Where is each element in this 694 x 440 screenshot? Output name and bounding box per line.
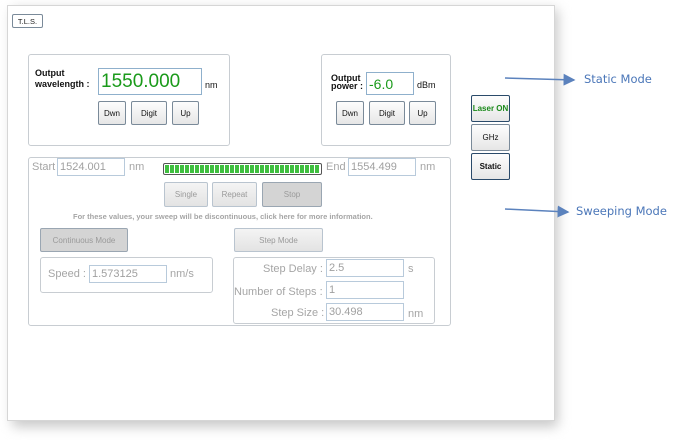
power-group <box>321 54 451 146</box>
sweep-progress-fill <box>165 165 320 173</box>
wavelength-label-line2: wavelength : <box>35 79 90 89</box>
num-steps-value: 1 <box>329 284 336 296</box>
static-label: Static <box>479 162 502 171</box>
power-digit-button[interactable]: Digit <box>369 101 405 125</box>
speed-field[interactable]: 1.573125 <box>89 265 167 283</box>
continuous-mode-button[interactable]: Continuous Mode <box>40 228 128 252</box>
sweep-end-field[interactable]: 1554.499 <box>348 158 416 176</box>
power-up-button[interactable]: Up <box>409 101 436 125</box>
num-steps-label: Number of Steps : <box>234 286 323 298</box>
sweep-start-unit: nm <box>129 161 145 173</box>
sweep-start-field[interactable]: 1524.001 <box>57 158 125 176</box>
power-unit: dBm <box>417 80 436 90</box>
step-size-value: 30.498 <box>329 306 363 318</box>
tls-tab-label: T.L.S. <box>17 16 38 26</box>
static-mode-arrow <box>504 73 576 86</box>
step-delay-field[interactable]: 2.5 <box>326 259 404 277</box>
wavelength-field[interactable]: 1550.000 <box>98 68 202 95</box>
step-size-label: Step Size : <box>271 307 325 319</box>
step-delay-value: 2.5 <box>329 262 345 274</box>
wavelength-down-button[interactable]: Dwn <box>98 101 126 125</box>
sweeping-mode-annotation: Sweeping Mode <box>576 204 667 218</box>
static-mode-annotation: Static Mode <box>584 72 652 86</box>
sweep-start-value: 1524.001 <box>60 161 106 173</box>
wavelength-group <box>28 54 230 146</box>
repeat-button[interactable]: Repeat <box>212 182 257 207</box>
wavelength-digit-button[interactable]: Digit <box>131 101 167 125</box>
step-group <box>233 257 435 324</box>
tls-tab[interactable]: T.L.S. <box>12 14 43 28</box>
power-down-button[interactable]: Dwn <box>336 101 364 125</box>
power-value: -6.0 <box>369 75 394 92</box>
num-steps-field[interactable]: 1 <box>326 281 404 299</box>
sweep-group <box>28 157 451 326</box>
sweep-progress-bar <box>163 163 322 175</box>
power-label-line1: Output <box>331 73 361 83</box>
step-delay-label: Step Delay : <box>263 263 323 275</box>
single-button[interactable]: Single <box>164 182 208 207</box>
speed-label: Speed : <box>48 268 86 280</box>
speed-unit: nm/s <box>170 268 194 280</box>
static-button[interactable]: Static <box>471 153 510 180</box>
sweep-end-label: End <box>326 161 346 173</box>
sweep-start-label: Start <box>32 161 56 173</box>
wavelength-unit: nm <box>205 80 218 90</box>
discontinuous-info-link[interactable]: For these values, your sweep will be dis… <box>73 212 373 221</box>
speed-value: 1.573125 <box>92 268 138 280</box>
ghz-button[interactable]: GHz <box>471 124 510 151</box>
wavelength-up-button[interactable]: Up <box>172 101 199 125</box>
step-size-field[interactable]: 30.498 <box>326 303 404 321</box>
laser-on-label: Laser ON <box>472 104 509 113</box>
power-field[interactable]: -6.0 <box>366 72 414 95</box>
step-mode-button[interactable]: Step Mode <box>234 228 323 252</box>
sweeping-mode-arrow <box>504 205 570 218</box>
wavelength-label-line1: Output <box>35 68 65 78</box>
step-delay-unit: s <box>408 263 414 275</box>
step-size-unit: nm <box>408 308 424 320</box>
sweep-end-value: 1554.499 <box>351 161 397 173</box>
stop-button[interactable]: Stop <box>262 182 322 207</box>
power-label-line2: power : <box>331 81 364 91</box>
laser-on-button[interactable]: Laser ON <box>471 95 510 122</box>
wavelength-value: 1550.000 <box>101 70 181 92</box>
continuous-group <box>40 257 213 293</box>
sweep-end-unit: nm <box>420 161 436 173</box>
